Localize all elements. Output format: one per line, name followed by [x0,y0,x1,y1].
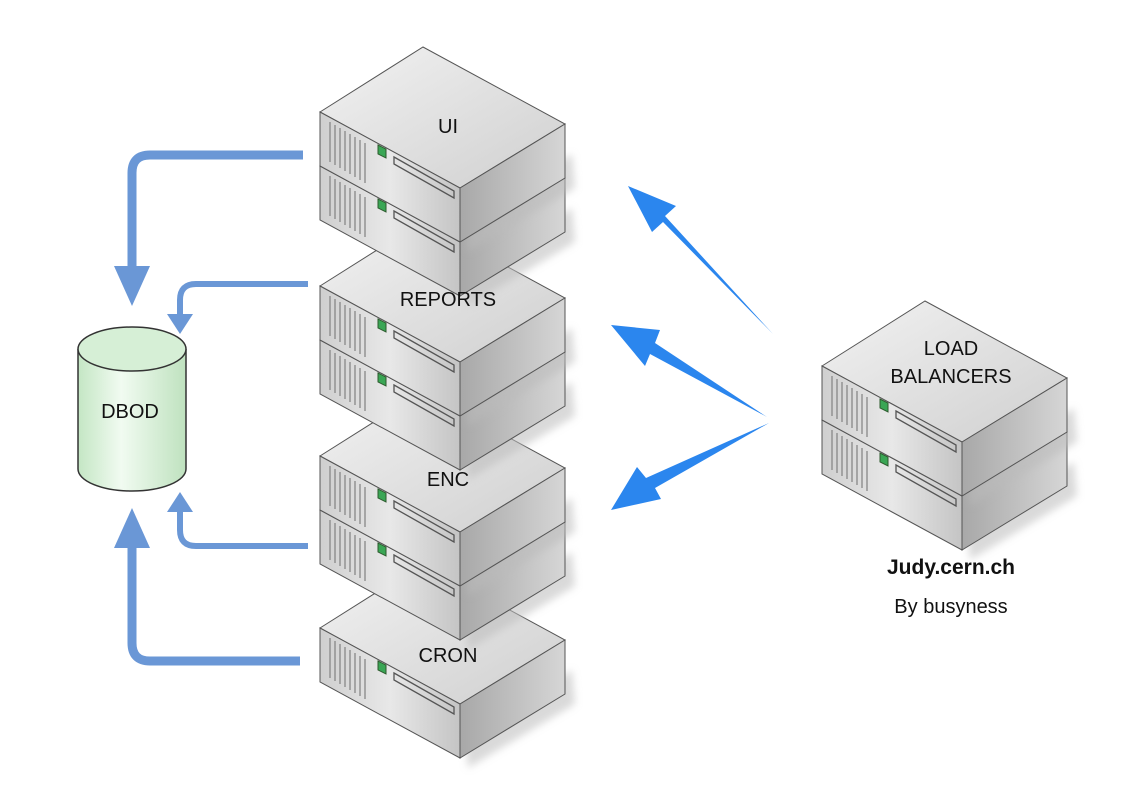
server-label-reports: REPORTS [400,289,496,311]
db-arrowheads [114,266,193,548]
load-balancer-policy: By busyness [894,596,1008,618]
lb-to-ui-arrow [628,186,773,334]
lb-arrows [611,186,773,510]
db-arrows [127,150,308,666]
lb-to-enc-arrow [611,423,769,510]
server-label-cron: CRON [419,645,478,667]
load-balancer-hostname: Judy.cern.ch [887,556,1015,579]
lb-label-line2: BALANCERS [890,366,1011,388]
cron-to-db-arrow [127,546,300,666]
enc-to-db-arrow [177,510,308,549]
server-label-enc: ENC [427,469,469,491]
reports-to-db-arrow [177,281,308,318]
lb-to-reports-arrow [611,325,767,417]
database-label: DBOD [101,401,159,423]
server-label-ui: UI [438,116,458,138]
ui-to-db-arrow [127,150,303,268]
lb-label-line1: LOAD [924,338,978,360]
database-cylinder [77,326,187,492]
